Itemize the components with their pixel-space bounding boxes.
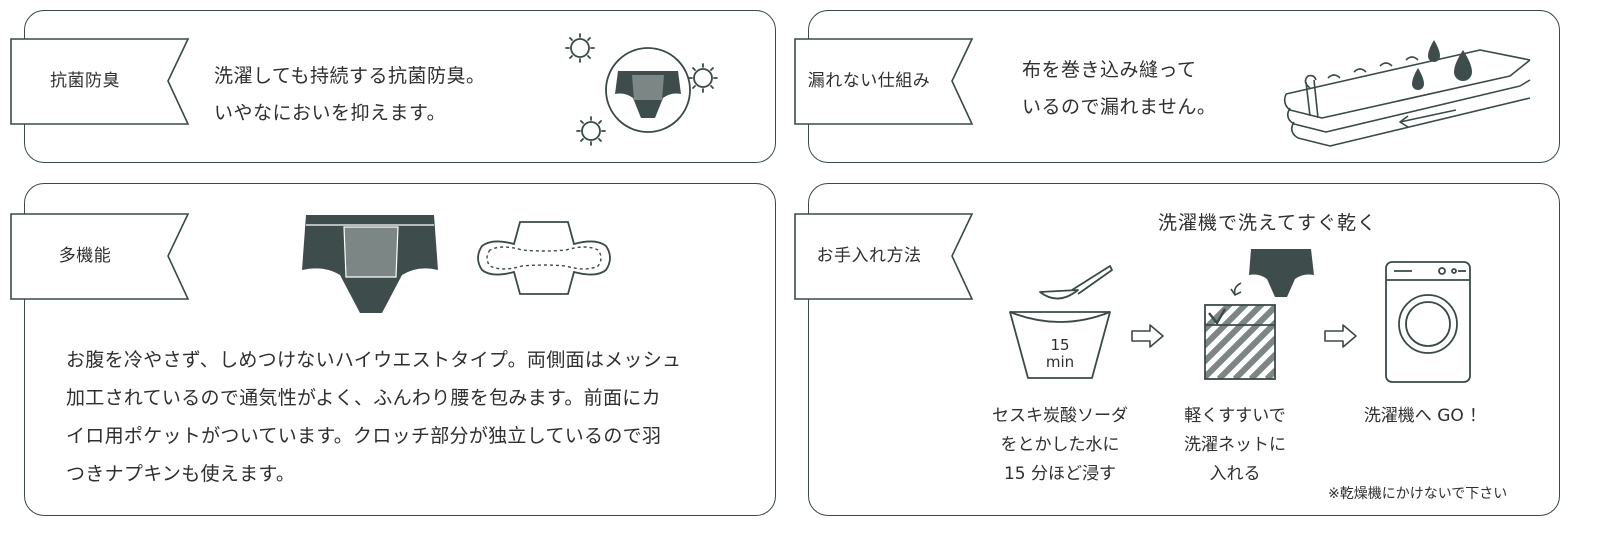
- antibacterial-line-1: 洗濯しても持続する抗菌防臭。: [214, 65, 486, 87]
- multifunction-tag: 多機能: [10, 213, 190, 301]
- winged-pad-icon: [477, 221, 611, 295]
- washing-machine-icon: [1385, 261, 1471, 383]
- tag-ribbon-icon: [794, 213, 974, 300]
- laundry-net-icon: [1204, 249, 1314, 380]
- leakproof-tag: 漏れない仕組み: [794, 38, 974, 126]
- multifunction-tag-label: 多機能: [58, 245, 112, 266]
- leakproof-line-1: 布を巻き込み縫って: [1022, 59, 1197, 81]
- multifunction-line-1: お腹を冷やさず、しめつけないハイウエストタイプ。両側面はメッシュ: [66, 349, 682, 371]
- tag-ribbon-icon: [10, 213, 190, 300]
- timer-unit: min: [1046, 353, 1074, 371]
- step-2-line-2: 洗濯ネットに: [1184, 435, 1286, 455]
- high-waist-shorts-icon: [302, 215, 438, 313]
- leakproof-line-2: いるので漏れません。: [1022, 96, 1217, 118]
- step-1-caption: セスキ炭酸ソーダ をとかした水に 15 分ほど浸す: [970, 402, 1150, 489]
- timer-number: 15: [1050, 336, 1069, 354]
- multifunction-line-4: つきナプキンも使えます。: [66, 463, 296, 485]
- tag-ribbon-icon: [794, 38, 974, 125]
- step-2-line-1: 軽くすすいで: [1184, 406, 1286, 426]
- tag-ribbon-icon: [10, 38, 190, 125]
- care-tag: お手入れ方法: [794, 213, 974, 301]
- step-1-line-3: 15 分ほど浸す: [1003, 464, 1117, 484]
- care-tag-label: お手入れ方法: [816, 245, 922, 266]
- care-headline: 洗濯機で洗えてすぐ乾く: [1158, 212, 1378, 234]
- arrow-right-icon: [1324, 324, 1357, 348]
- antibacterial-line-2: いやなにおいを抑えます。: [214, 102, 447, 124]
- dryer-warning-note: ※乾燥機にかけないで下さい: [1328, 486, 1508, 502]
- step-2-line-3: 入れる: [1209, 464, 1261, 484]
- antibacterial-tag: 抗菌防臭: [10, 38, 190, 126]
- leakproof-tag-label: 漏れない仕組み: [807, 70, 931, 91]
- multifunction-line-2: 加工されているので通気性がよく、ふんわり腰を包みます。前面にカ: [66, 387, 661, 409]
- step-1-line-2: をとかした水に: [1000, 435, 1120, 455]
- step-2-caption: 軽くすすいで 洗濯ネットに 入れる: [1160, 402, 1310, 489]
- multifunction-line-3: イロ用ポケットがついています。クロッチ部分が独立しているので羽: [66, 425, 662, 447]
- soak-bucket-icon: 15 min: [1009, 265, 1113, 379]
- step-3-line-1: 洗濯機へ GO ！: [1363, 406, 1487, 426]
- step-3-caption: 洗濯機へ GO ！: [1350, 402, 1500, 431]
- antibacterial-tag-label: 抗菌防臭: [50, 70, 120, 91]
- antibacterial-shorts-icon: [565, 33, 718, 146]
- step-1-line-1: セスキ炭酸ソーダ: [992, 406, 1128, 426]
- arrow-right-icon: [1131, 324, 1164, 348]
- fabric-layers-icon: [1283, 40, 1531, 147]
